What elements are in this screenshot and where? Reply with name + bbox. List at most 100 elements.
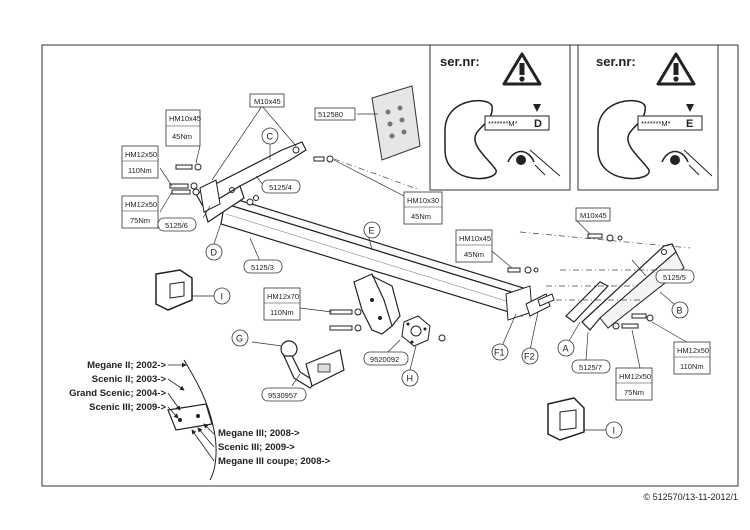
spec-hm12x70: HM12x70 110Nm: [263, 287, 301, 321]
serial-heading: ser.nr:: [596, 54, 636, 69]
spec-hm10x45-left-torque: 45Nm: [172, 132, 192, 141]
part-label-5125-4: 5125/4: [261, 179, 301, 194]
spec-hm10x30-size: HM10x30: [407, 196, 439, 205]
spec-hm12x50-a-torque: 110Nm: [128, 166, 152, 175]
spec-hm10x45-left: HM10x45 45Nm: [165, 109, 201, 147]
socket-plate-9520092: [401, 315, 446, 347]
spec-hm10x45-left-size: HM10x45: [169, 114, 201, 123]
svg-text:E: E: [369, 226, 375, 236]
svg-text:B: B: [677, 306, 683, 316]
diagram-frame: [41, 44, 739, 487]
footer-code: © 512570/13-11-2012/1: [643, 492, 738, 502]
serial-letter-d: D: [534, 118, 542, 130]
eye-icon: [661, 149, 713, 177]
part-label-5125-5: 5125/5: [655, 269, 695, 284]
spec-hm12x50-bottom: HM12x50 75Nm: [615, 367, 653, 401]
svg-text:9530957: 9530957: [268, 391, 297, 400]
spec-hm10x30-torque: 45Nm: [411, 212, 431, 221]
spec-hm12x50-b: HM12x50 75Nm: [121, 195, 159, 229]
svg-text:I: I: [221, 292, 224, 302]
part-number-512580: 512580: [318, 110, 343, 119]
spec-m10x45-right-text: M10x45: [580, 211, 607, 220]
svg-text:5125/4: 5125/4: [269, 183, 292, 192]
svg-text:F2: F2: [524, 352, 535, 362]
svg-text:F1: F1: [494, 348, 505, 358]
svg-text:5125/5: 5125/5: [663, 273, 686, 282]
mounting-plate-i-top: [155, 269, 214, 311]
model-left-2: Grand Scenic; 2004->: [69, 388, 166, 399]
svg-text:H: H: [407, 374, 414, 384]
callout-i-bottom: I: [605, 421, 623, 439]
models-left: Megane II; 2002-> Scenic II; 2003-> Gran…: [69, 360, 187, 419]
svg-text:D: D: [211, 248, 218, 258]
serial-code: *******M*: [641, 119, 671, 128]
spec-hm12x70-torque: 110Nm: [270, 308, 294, 317]
svg-text:G: G: [236, 334, 243, 344]
model-left-3: Scenic III; 2009->: [89, 402, 166, 413]
kit-bag-512580: 512580: [314, 85, 421, 161]
callout-b: B: [671, 301, 689, 319]
spec-m10x45-top-text: M10x45: [254, 97, 281, 106]
callout-f2: F2: [521, 347, 539, 365]
spec-hm12x50-bottom-torque: 75Nm: [624, 388, 644, 397]
svg-text:I: I: [613, 426, 616, 436]
plate-f1-f2: [505, 285, 555, 321]
callout-g: G: [231, 329, 249, 347]
svg-text:C: C: [267, 132, 274, 142]
callout-i-top: I: [213, 287, 231, 305]
model-right-0: Megane III; 2008->: [218, 428, 300, 439]
towball-9530957: [280, 340, 345, 389]
callout-f1: F1: [491, 343, 509, 361]
spec-hm10x45-mid: HM10x45 45Nm: [455, 229, 493, 263]
models-right: Megane III; 2008-> Scenic III; 2009-> Me…: [191, 423, 331, 467]
serial-letter-e: E: [686, 118, 693, 130]
spec-m10x45-right: M10x45: [575, 207, 611, 222]
svg-text:5125/6: 5125/6: [165, 221, 188, 230]
callout-c: C: [261, 127, 279, 145]
bumper-sketch: [167, 359, 217, 481]
serial-code: *******M*: [488, 119, 518, 128]
svg-text:A: A: [563, 344, 569, 354]
part-label-5125-6: 5125/6: [157, 217, 197, 232]
callout-e: E: [363, 221, 381, 239]
spec-m10x45-top: M10x45: [249, 93, 285, 108]
eye-icon: [507, 149, 561, 177]
mounting-plate-i-bottom: [547, 397, 606, 441]
model-right-1: Scenic III; 2009->: [218, 442, 295, 453]
spec-hm12x50-b-size: HM12x50: [125, 200, 157, 209]
spec-hm12x50-right-torque: 110Nm: [680, 362, 704, 371]
spec-hm12x50-bottom-size: HM12x50: [619, 372, 651, 381]
spec-hm10x30: HM10x30 45Nm: [403, 191, 443, 225]
svg-text:5125/3: 5125/3: [251, 263, 274, 272]
serial-heading: ser.nr:: [440, 54, 480, 69]
socket-bracket: [353, 273, 401, 335]
warning-icon: [502, 52, 542, 86]
serial-panel-d: ser.nr: *******M* D: [429, 44, 571, 191]
part-label-5125-7: 5125/7: [571, 359, 611, 374]
part-label-9530957: 9530957: [261, 387, 307, 402]
svg-text:5125/7: 5125/7: [579, 363, 602, 372]
leader-lines: [159, 105, 691, 387]
spec-hm10x45-mid-torque: 45Nm: [464, 250, 484, 259]
callout-h: H: [401, 369, 419, 387]
svg-text:9520092: 9520092: [370, 355, 399, 364]
spec-hm12x70-size: HM12x70: [267, 292, 299, 301]
spec-hm12x50-a: HM12x50 110Nm: [121, 145, 159, 179]
model-left-0: Megane II; 2002->: [87, 360, 166, 371]
serial-panel-e: ser.nr: *******M* E: [577, 44, 719, 191]
spec-hm12x50-a-size: HM12x50: [125, 150, 157, 159]
part-label-5125-3: 5125/3: [243, 259, 283, 274]
spec-hm12x50-b-torque: 75Nm: [130, 216, 150, 225]
warning-icon: [656, 52, 696, 86]
spec-hm12x50-right: HM12x50 110Nm: [673, 341, 711, 375]
part-label-9520092: 9520092: [363, 351, 409, 366]
callout-d: D: [205, 243, 223, 261]
spec-hm10x45-mid-size: HM10x45: [459, 234, 491, 243]
bracket-5125-6: [199, 179, 221, 213]
bolt-set-left: [169, 155, 654, 332]
model-right-2: Megane III coupe; 2008->: [218, 456, 331, 467]
model-left-1: Scenic II; 2003->: [92, 374, 167, 385]
callout-a: A: [557, 339, 575, 357]
spec-hm12x50-right-size: HM12x50: [677, 346, 709, 355]
